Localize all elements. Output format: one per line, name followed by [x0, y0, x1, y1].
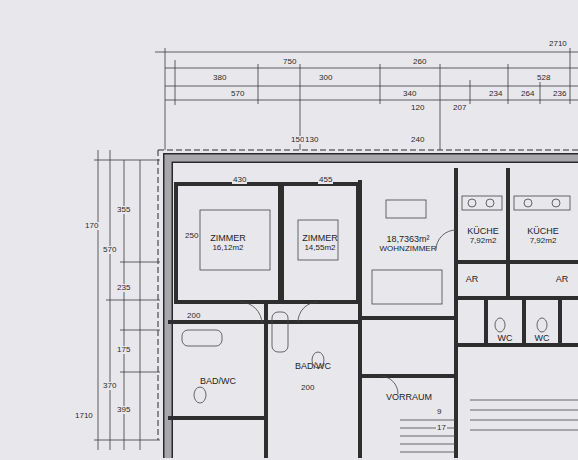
dimension: 264: [520, 90, 535, 98]
dimension: 170: [84, 222, 99, 230]
room-name: KÜCHE: [467, 227, 499, 237]
room-name: BAD/WC: [295, 362, 331, 372]
dimension: 200: [186, 312, 201, 320]
room-area: 14,55m2: [304, 244, 335, 253]
dimension: 1710: [74, 412, 94, 420]
room-name: BAD/WC: [200, 377, 236, 387]
room-name: KÜCHE: [527, 227, 559, 237]
room: AR: [548, 266, 576, 294]
dimension: 340: [402, 90, 417, 98]
room-area: 16,12m2: [212, 244, 243, 253]
dimension: 236: [552, 90, 567, 98]
room-area: 7,92m2: [470, 237, 497, 246]
dimension: 175: [116, 346, 131, 354]
room: WC: [526, 332, 558, 346]
room-name: WC: [535, 334, 550, 344]
dimension: 430: [232, 176, 247, 184]
dimension: 234: [488, 90, 503, 98]
dimension: 750: [282, 58, 297, 66]
room-name: AR: [466, 275, 479, 285]
dimension: 355: [116, 206, 131, 214]
room-name: WC: [498, 334, 513, 344]
room: KÜCHE7,92m2: [460, 214, 506, 258]
room: 18,7363m²WOHNZIMMER: [364, 222, 452, 266]
room-name: VORRAUM: [386, 393, 432, 403]
dimension: 240: [410, 136, 425, 144]
room-area: 7,92m2: [530, 237, 557, 246]
room-name: ZIMMER: [210, 234, 246, 244]
room: ZIMMER16,12m2: [180, 188, 276, 298]
dimension: 370: [102, 382, 117, 390]
dimension: 2710: [548, 40, 568, 48]
dimension: 207: [452, 104, 467, 112]
room: AR: [458, 266, 486, 294]
room-name: AR: [556, 275, 569, 285]
room-name: ZIMMER: [302, 234, 338, 244]
room: KÜCHE7,92m2: [512, 214, 574, 258]
room-name: 18,7363m²: [386, 235, 429, 245]
room: ZIMMER14,55m2: [286, 188, 354, 298]
dimension: 380: [212, 74, 227, 82]
dimension: 200: [300, 384, 315, 392]
room: WC: [488, 332, 522, 346]
dimension: 528: [536, 74, 551, 82]
dimension: 250: [184, 232, 199, 240]
dimension: 130: [304, 136, 319, 144]
dimension: 395: [116, 406, 131, 414]
dimension: 570: [102, 246, 117, 254]
dimension: 260: [412, 58, 427, 66]
room: BAD/WC: [172, 350, 264, 414]
dimension: 300: [318, 74, 333, 82]
dimension: 235: [116, 284, 131, 292]
dimension: 17: [436, 424, 447, 432]
room: BAD/WC: [270, 358, 356, 376]
dimension: 455: [318, 176, 333, 184]
dimension: 9: [436, 408, 442, 416]
dimension: 120: [410, 104, 425, 112]
room-area: WOHNZIMMER: [380, 245, 437, 254]
dimension: 570: [230, 90, 245, 98]
